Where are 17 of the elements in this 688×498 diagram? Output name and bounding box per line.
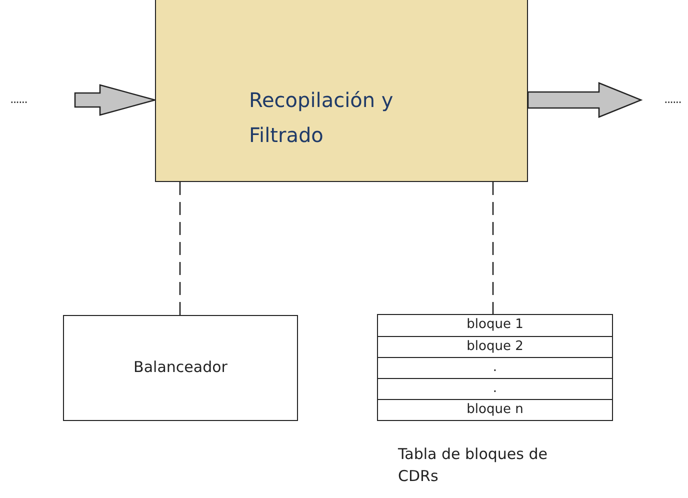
row-text: . [492, 380, 498, 398]
ellipsis-dots: ...... [664, 92, 681, 106]
process-box [155, 0, 528, 182]
row-text: bloque 2 [466, 338, 524, 356]
ellipsis-dots: ...... [10, 92, 27, 106]
dashed-line [179, 182, 181, 315]
table-caption: Tabla de bloques de CDRs [398, 444, 548, 487]
node-text: Balanceador [134, 358, 228, 378]
row-text: . [492, 360, 498, 376]
table-box [377, 314, 613, 421]
block-arrow [527, 82, 643, 118]
node-text: Recopilación y Filtrado [248, 87, 394, 149]
process-box [63, 315, 298, 421]
block-arrow [74, 84, 158, 116]
dashed-line [492, 182, 494, 314]
row-text: bloque n [466, 402, 524, 418]
row-text: bloque 1 [466, 317, 524, 334]
